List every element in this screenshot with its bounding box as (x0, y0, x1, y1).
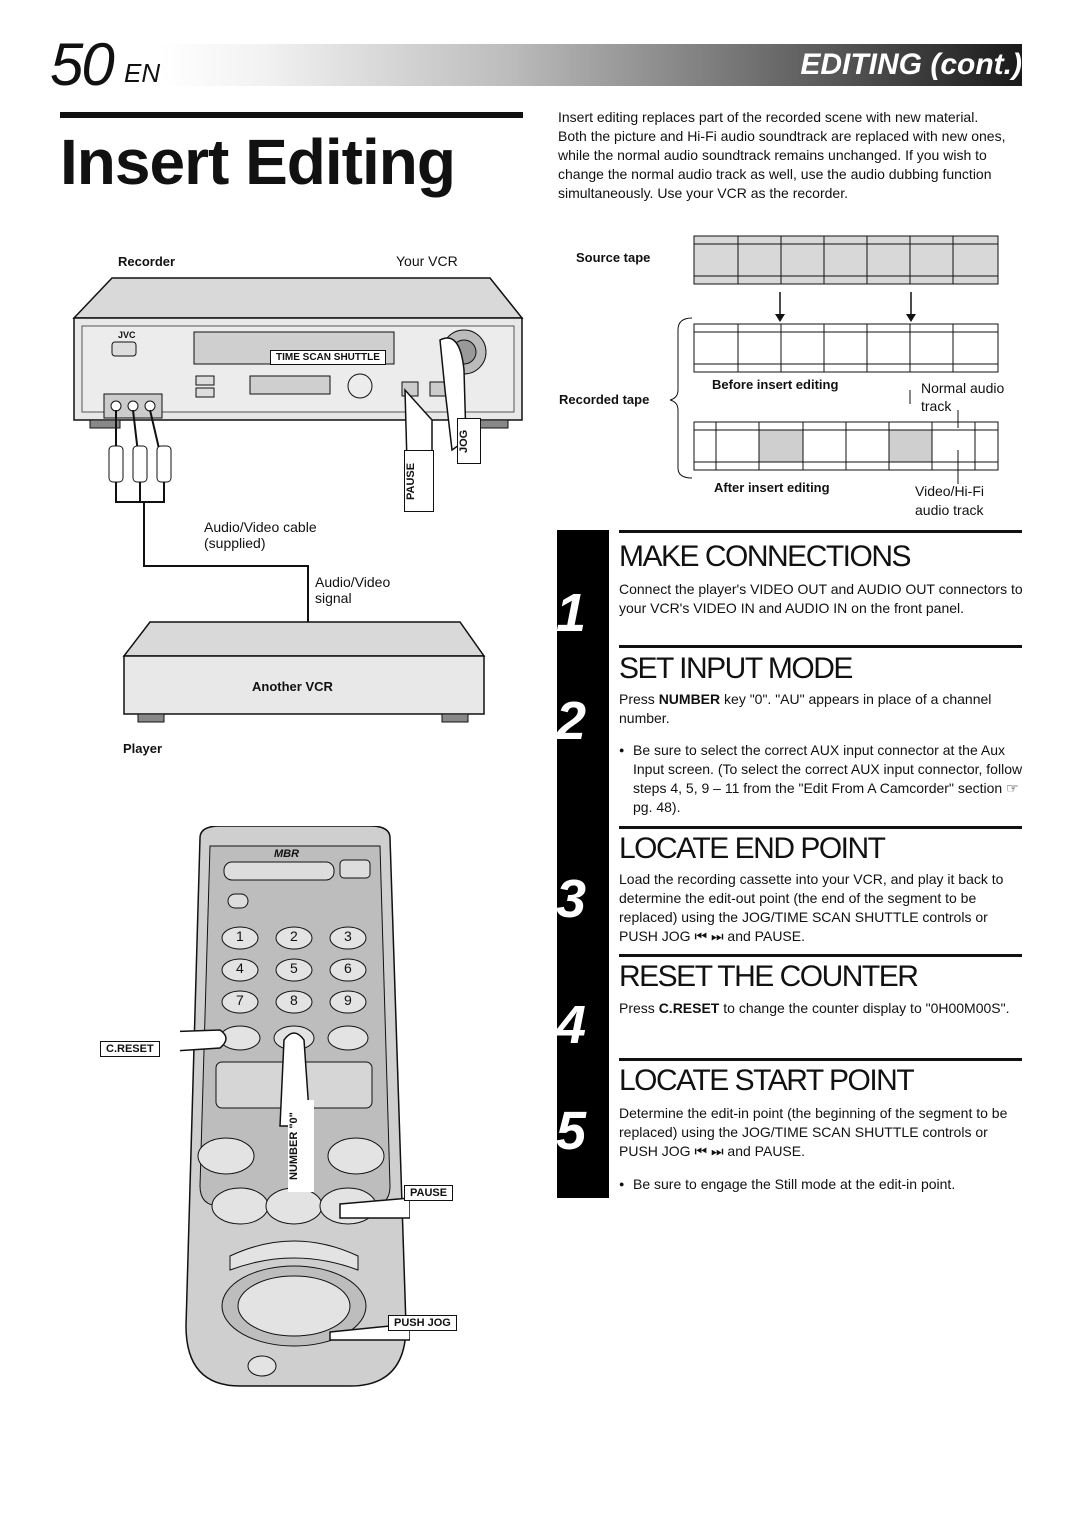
step-4-text: Press C.RESET to change the counter disp… (619, 1000, 1010, 1016)
step-5-text: Determine the edit-in point (the beginni… (619, 1105, 1008, 1159)
step-4-title: RESET THE COUNTER (619, 960, 919, 993)
step-5-title: LOCATE START POINT (619, 1064, 915, 1097)
page-number: 50 (50, 31, 115, 98)
normal-audio-label: Normal audio track (921, 380, 1005, 414)
step-4-rule (619, 954, 1022, 957)
step-3-number: 3 (556, 869, 587, 929)
step-2-text: Press NUMBER key "0". "AU" appears in pl… (619, 691, 992, 726)
step-2-rule (619, 645, 1022, 648)
title-rule (60, 112, 523, 118)
tape-diagram (670, 235, 999, 484)
player-label: Player (123, 741, 163, 756)
page-title: Insert Editing (60, 126, 456, 198)
section-label: EDITING (cont.) (800, 48, 1022, 81)
step-2-bullet: Be sure to select the correct AUX input … (619, 741, 1024, 817)
your-vcr-label: Your VCR (396, 253, 458, 269)
number-key: NUMBER (658, 691, 721, 707)
intro-paragraph: Insert editing replaces part of the reco… (558, 109, 1006, 201)
key-5[interactable]: 5 (290, 960, 298, 976)
step-1-text: Connect the player's VIDEO OUT and AUDIO… (619, 581, 1023, 616)
step-1-title: MAKE CONNECTIONS (619, 540, 912, 573)
jog-label: JOG (457, 418, 481, 464)
step-3-text: Load the recording cassette into your VC… (619, 871, 1004, 944)
key-6[interactable]: 6 (344, 960, 352, 976)
c-reset-label: C.RESET (100, 1041, 160, 1057)
time-scan-shuttle-label: TIME SCAN SHUTTLE (270, 350, 386, 365)
pause-label-remote: PAUSE (404, 1185, 454, 1201)
header-bar (160, 44, 1022, 86)
c-reset-key: C.RESET (658, 1000, 720, 1016)
pause-label-vcr: PAUSE (404, 450, 434, 512)
signal-label: Audio/Video signal (315, 574, 391, 606)
key-9[interactable]: 9 (344, 992, 352, 1008)
page-language: EN (124, 58, 161, 88)
hifi-track-label: Video/Hi-Fi audio track (915, 483, 984, 518)
remote-keypad: 1 2 3 4 5 6 7 8 9 (222, 928, 366, 1028)
key-8[interactable]: 8 (290, 992, 298, 1008)
step-1-rule (619, 530, 1022, 533)
push-jog-label: PUSH JOG (388, 1315, 457, 1331)
step-5-number: 5 (556, 1101, 587, 1161)
connection-diagram (72, 277, 524, 723)
step-3-title: LOCATE END POINT (619, 832, 886, 865)
step-5-rule (619, 1058, 1022, 1061)
number-0-label: NUMBER "0" (288, 1100, 314, 1192)
key-3[interactable]: 3 (344, 928, 352, 944)
after-insert-label: After insert editing (714, 480, 830, 495)
step-5-bullet: Be sure to engage the Still mode at the … (619, 1175, 1024, 1194)
step-2-number: 2 (556, 691, 587, 751)
key-4[interactable]: 4 (236, 960, 244, 976)
step-number-bar (557, 530, 609, 1198)
before-insert-label: Before insert editing (712, 377, 839, 392)
cable-label: Audio/Video cable (supplied) (204, 519, 317, 551)
key-7[interactable]: 7 (236, 992, 244, 1008)
step-3-rule (619, 826, 1022, 829)
recorded-tape-label: Recorded tape (559, 392, 650, 407)
recorder-label: Recorder (118, 254, 176, 269)
key-1[interactable]: 1 (236, 928, 244, 944)
jvc-logo: JVC (118, 330, 136, 340)
another-vcr-label: Another VCR (252, 679, 333, 694)
step-4-number: 4 (556, 995, 587, 1055)
remote-logo: MBR (274, 848, 300, 860)
step-2-title: SET INPUT MODE (619, 652, 853, 685)
source-tape-label: Source tape (576, 250, 651, 265)
key-2[interactable]: 2 (290, 928, 298, 944)
step-1-number: 1 (556, 583, 587, 643)
